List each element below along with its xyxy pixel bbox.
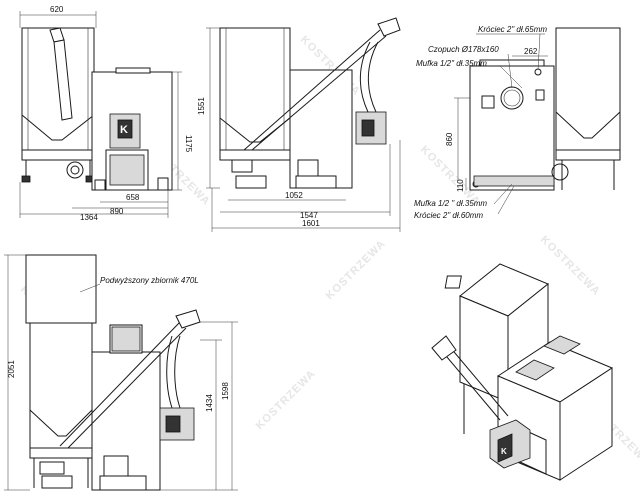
label-krociec-bottom: Króciec 2" dł.60mm [414, 211, 483, 220]
dim-1601: 1601 [302, 219, 320, 228]
dim-1434: 1434 [205, 394, 214, 412]
fuel-hopper [555, 27, 621, 161]
label-krociec-top: Króciec 2" dł.65mm [478, 25, 547, 34]
watermark: KOSTRZEWA [254, 368, 319, 433]
dim-658: 658 [126, 193, 140, 202]
feeder-motor [175, 309, 201, 329]
feeder-motor [431, 335, 457, 361]
view-rear: Króciec 2" dł.65mm Czopuch Ø178x160 Mufk… [414, 25, 621, 220]
fuel-hopper [219, 27, 291, 159]
label-czopuch: Czopuch Ø178x160 [428, 45, 499, 54]
dim-860: 860 [445, 132, 454, 146]
label-mufka-top: Mufka 1/2" dł.35mm [416, 59, 487, 68]
fuel-hopper [29, 322, 93, 456]
logo-letter: K [501, 447, 507, 456]
dim-1598: 1598 [221, 382, 230, 400]
dim-110: 110 [456, 179, 465, 192]
view-front-left: 620 K 1175 658 [19, 5, 193, 222]
label-mufka-bottom: Mufka 1/2 " dł.35mm [414, 199, 487, 208]
dim-2051: 2051 [7, 360, 16, 378]
dim-1175: 1175 [184, 135, 193, 153]
tank-extension [25, 254, 97, 324]
dim-890: 890 [110, 207, 124, 216]
dim-1052: 1052 [285, 191, 303, 200]
dim-1551: 1551 [197, 97, 206, 115]
view-front-middle: 1551 1052 1547 1601 [197, 17, 401, 232]
feeder-motor [377, 17, 401, 37]
watermark: KOSTRZEWA [324, 238, 389, 303]
label-tank: Podwyższony zbiornik 470L [100, 276, 199, 285]
boiler-rear [469, 65, 555, 191]
view-tall-tank: 2051 Podwyższony zbiornik 470L 1434 1598 [4, 254, 238, 491]
dim-262: 262 [524, 47, 538, 56]
view-isometric: K [431, 263, 614, 481]
dim-1364: 1364 [80, 213, 98, 222]
logo-letter: K [120, 124, 128, 136]
dim-1547: 1547 [300, 211, 318, 220]
fan-icon [66, 161, 84, 179]
dim-620: 620 [50, 5, 64, 14]
